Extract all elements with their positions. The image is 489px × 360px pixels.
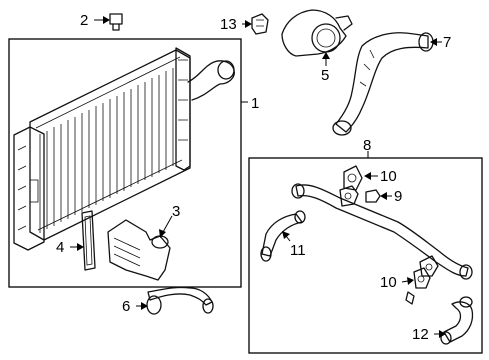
callout-11: 11 <box>290 242 306 259</box>
sensor-part <box>251 13 269 35</box>
callout-7: 7 <box>443 34 451 51</box>
hose-12-part <box>440 296 474 345</box>
leader-lines <box>70 16 446 338</box>
callout-2: 2 <box>80 12 88 29</box>
adapter-part <box>107 219 171 281</box>
bolt-part <box>109 13 123 31</box>
callout-12: 12 <box>412 326 429 343</box>
elbow-hose-part <box>281 9 353 57</box>
callout-13: 13 <box>220 16 237 33</box>
group-box-1 <box>8 38 242 288</box>
gasket-10-upper-part <box>343 165 363 191</box>
callout-9: 9 <box>394 188 402 205</box>
callout-5: 5 <box>321 67 329 84</box>
long-hose-part <box>332 32 434 136</box>
callout-10a: 10 <box>380 168 397 185</box>
coolant-tube-part <box>291 183 473 280</box>
callout-8: 8 <box>363 137 371 154</box>
callout-4: 4 <box>56 239 64 256</box>
intercooler-part <box>13 47 235 251</box>
hose-6-part <box>146 286 214 315</box>
callout-labels: 1 2 3 4 5 6 7 8 9 10 10 11 12 13 <box>56 12 451 343</box>
callout-6: 6 <box>122 298 130 315</box>
gasket-10-lower-part <box>405 267 431 305</box>
group-box-8 <box>248 157 483 354</box>
callout-3: 3 <box>172 203 180 220</box>
nut-part <box>365 189 381 203</box>
callout-10b: 10 <box>380 274 397 291</box>
callout-1: 1 <box>251 95 259 112</box>
bracket-part <box>81 210 96 271</box>
hose-11-part <box>260 210 306 262</box>
